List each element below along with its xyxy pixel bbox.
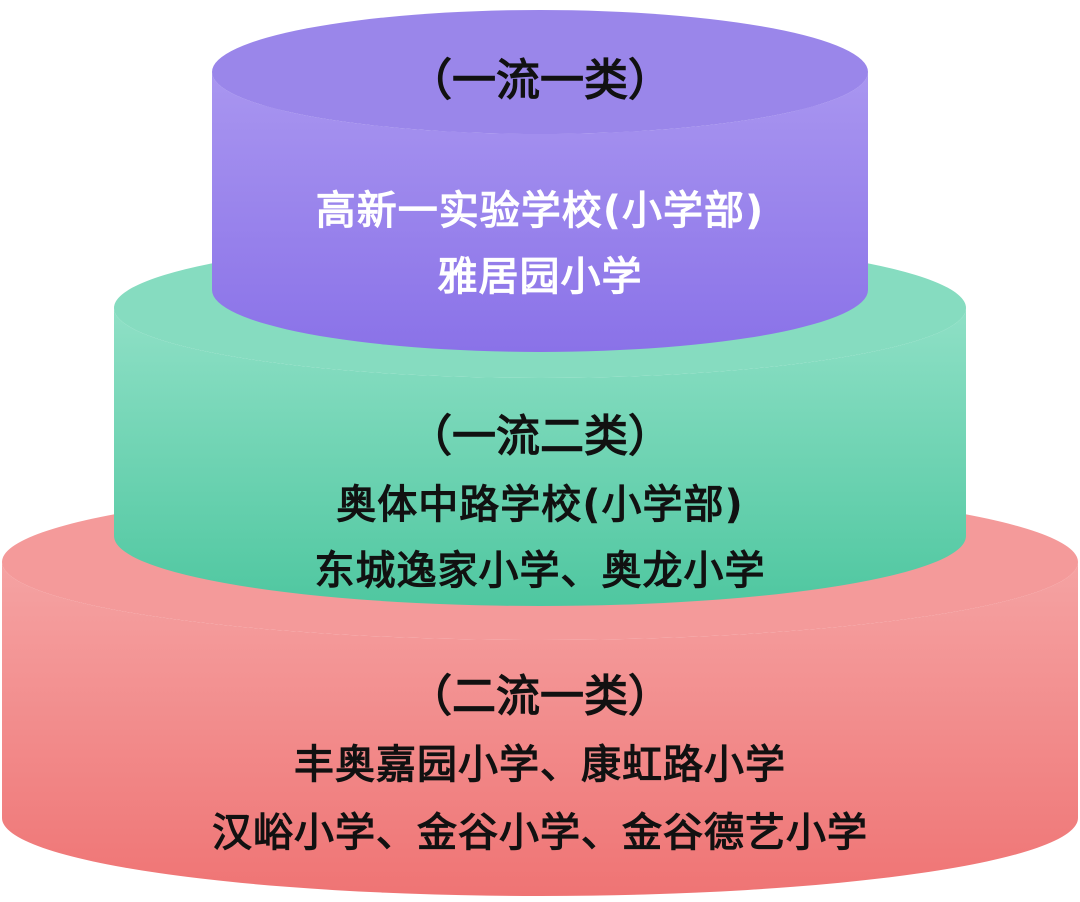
bottom-tier-line-2: 汉峪小学、金谷小学、金谷德艺小学 bbox=[212, 810, 868, 856]
top-tier-heading: （一流一类） bbox=[408, 55, 672, 106]
middle-tier-heading: （一流二类） bbox=[408, 411, 672, 462]
middle-tier-line-1: 奥体中路学校(小学部) bbox=[336, 482, 744, 528]
middle-tier-line-2: 东城逸家小学、奥龙小学 bbox=[314, 548, 766, 594]
top-tier-line-1: 高新一实验学校(小学部) bbox=[315, 188, 765, 234]
middle-tier-body bbox=[114, 308, 966, 606]
top-tier bbox=[212, 10, 868, 352]
top-tier-line-2: 雅居园小学 bbox=[437, 254, 643, 300]
top-tier-top bbox=[212, 10, 868, 134]
bottom-tier-body bbox=[2, 562, 1078, 896]
bottom-tier-heading: （二流一类） bbox=[408, 671, 672, 722]
bottom-tier-line-1: 丰奥嘉园小学、康虹路小学 bbox=[294, 742, 786, 788]
top-tier-body bbox=[212, 72, 868, 352]
